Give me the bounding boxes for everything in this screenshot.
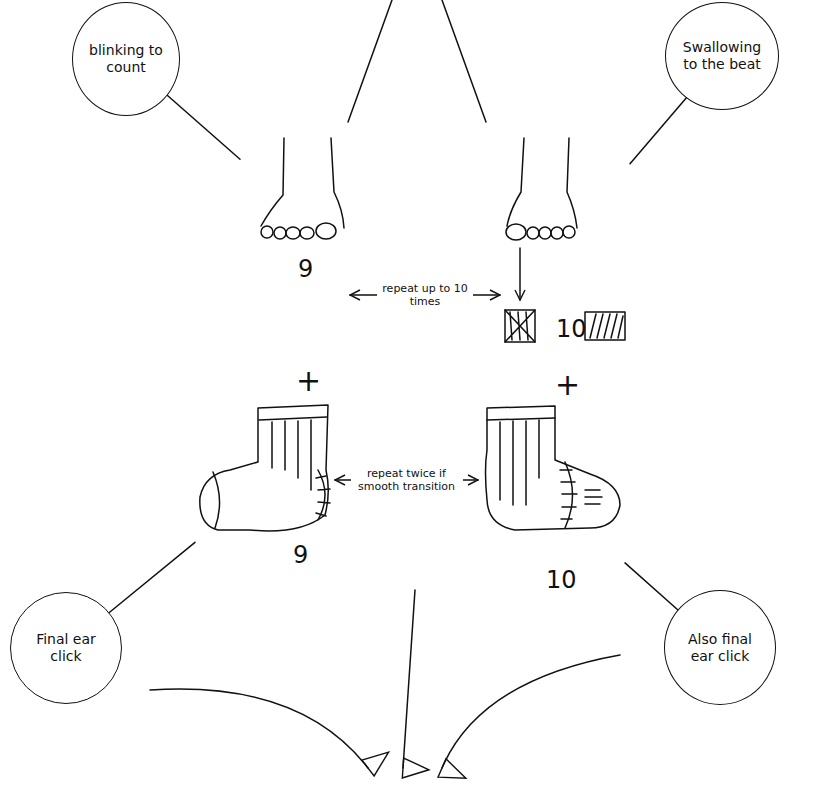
callout-circle: Also final ear click — [664, 590, 776, 705]
count-number: 10 — [546, 567, 577, 593]
edge-label: repeat up to 10 times — [377, 281, 473, 309]
right-sock — [486, 406, 621, 530]
left-foot — [261, 138, 344, 239]
plus-sign: + — [555, 370, 580, 400]
callout-circle: Final ear click — [10, 592, 122, 704]
callout-text: Final ear click — [11, 631, 121, 665]
foot-group: 9 — [240, 130, 350, 285]
leader-line — [630, 98, 686, 164]
scribbled-box — [505, 310, 535, 342]
callout-text: Also final ear click — [665, 631, 775, 665]
callout-circle: Swallowing to the beat — [665, 2, 779, 110]
edge-label: repeat twice if smooth transition — [351, 466, 463, 494]
scribbled-box — [585, 312, 625, 340]
down-arrow — [519, 248, 521, 300]
foot-group: 10 — [500, 130, 630, 350]
right-foot — [506, 138, 577, 240]
callout-text: Swallowing to the beat — [666, 39, 778, 73]
callout-text: blinking to count — [73, 42, 179, 76]
sock-group: 9 — [195, 400, 335, 570]
left-sock — [200, 405, 330, 531]
leader-line — [109, 542, 195, 612]
count-number: 9 — [293, 542, 308, 568]
merge-arrow — [403, 590, 415, 768]
count-number: 10 — [556, 316, 587, 342]
sock-group: 10 — [478, 400, 625, 595]
leader-line — [625, 563, 678, 610]
count-number: 9 — [298, 256, 313, 282]
branch-line — [442, 0, 486, 122]
merge-arrow — [442, 655, 620, 768]
leader-line — [168, 96, 241, 160]
callout-circle: blinking to count — [72, 2, 180, 116]
merge-arrow — [150, 689, 368, 768]
plus-sign: + — [296, 366, 321, 396]
branch-line — [348, 0, 392, 122]
